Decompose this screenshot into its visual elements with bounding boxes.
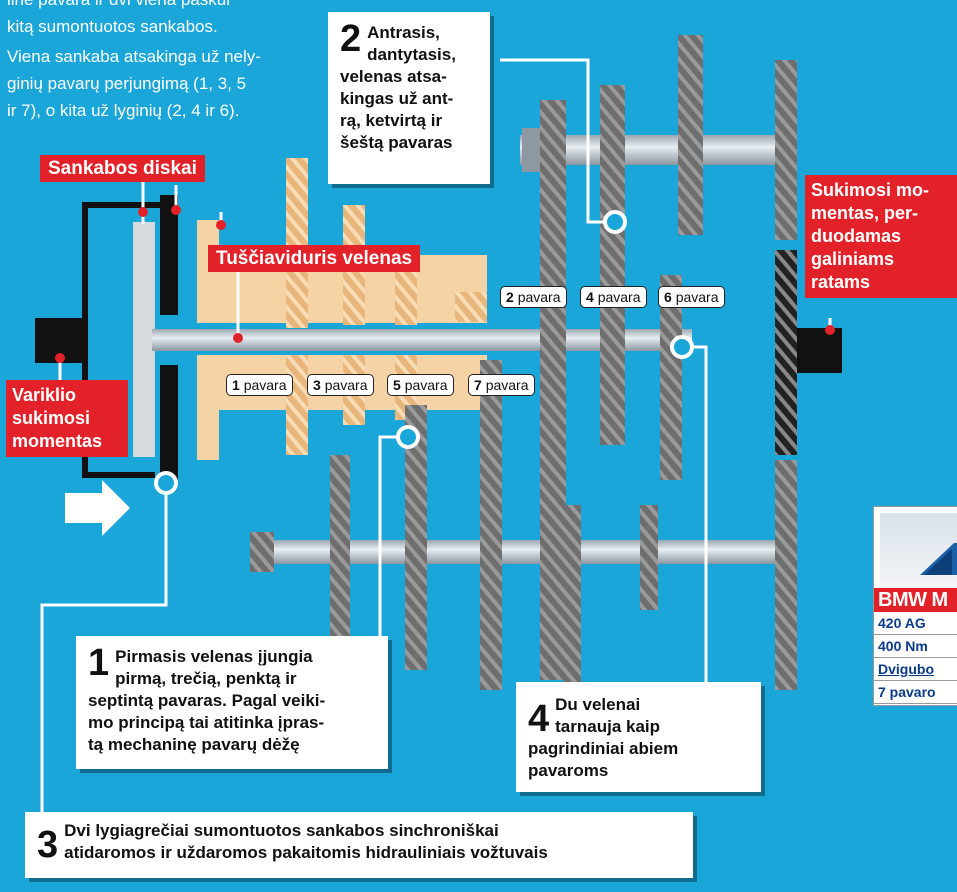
label-line: momentas — [12, 431, 103, 451]
gear-label-7: 7 pavara — [468, 374, 535, 396]
hollow-gear-1 — [286, 158, 308, 328]
label-line: Variklio — [12, 385, 77, 405]
label-line: sukimosi — [12, 408, 91, 428]
lower-shaft — [250, 540, 775, 564]
clutch-frame — [35, 195, 178, 480]
gear-label-3: 3 pavara — [307, 374, 374, 396]
callout-line: tarnauja kaip — [555, 717, 661, 736]
spec-gears: 7 pavaro — [874, 681, 957, 704]
gear-label-1: 1 pavara — [226, 374, 293, 396]
spec-power: 420 AG — [874, 612, 957, 635]
leader-points — [154, 210, 694, 495]
spec-title: BMW M — [874, 588, 957, 612]
callout-text: Antrasis, dantytasis, velenas atsa- king… — [340, 22, 482, 154]
callout-line: Pirmasis velenas įjungia — [115, 647, 313, 666]
callout-number: 2 — [340, 18, 362, 60]
gear-number: 4 — [586, 289, 594, 305]
gear-number: 3 — [313, 377, 321, 393]
gear-label-4: 4 pavara — [580, 286, 647, 308]
gear-number: 2 — [506, 289, 514, 305]
spec-clutch: Dvigubo — [874, 658, 957, 681]
input-arrow-icon — [65, 480, 130, 536]
callout-line: atidaromos ir uždaromos pakaitomis hidra… — [64, 843, 548, 862]
gear-label-6: 6 pavara — [658, 286, 725, 308]
label-line: ratams — [811, 272, 871, 292]
callout-line: pagrindiniai abiem — [528, 739, 679, 758]
callout-line: Dvi lygiagrečiai sumontuotos sankabos si… — [64, 821, 499, 840]
callout-number: 1 — [88, 642, 110, 684]
gear-label-2: 2 pavara — [500, 286, 567, 308]
intro-line: ginių pavarų perjungimą (1, 3, 5 — [7, 74, 247, 93]
gear-stacks — [330, 35, 842, 705]
gear-suffix: pavara — [404, 377, 448, 393]
gear-number: 6 — [664, 289, 672, 305]
hollow-shaft-label: Tuščiaviduris velenas — [208, 245, 421, 272]
callout-2: 2 Antrasis, dantytasis, velenas atsa- ki… — [328, 12, 490, 184]
gear-suffix: pavara — [675, 289, 719, 305]
callout-line: dantytasis, — [367, 45, 456, 64]
gear-suffix: pavara — [243, 377, 287, 393]
gear-suffix: pavara — [517, 289, 561, 305]
callout-line: pirmą, trečią, penktą ir — [115, 669, 297, 688]
label-line: mentas, per- — [811, 203, 919, 223]
callout-line: rą, ketvirtą ir — [340, 111, 443, 130]
anchor-dots — [55, 205, 835, 363]
gear-suffix: pavara — [324, 377, 368, 393]
callout-line: Du velenai — [555, 695, 641, 714]
car-icon — [920, 543, 957, 575]
callout-line: tą mechaninę pavarų dėžę — [88, 735, 300, 754]
intro-line: linė pavara ir dvi viena paskui — [7, 0, 327, 13]
spec-card: BMW M 420 AG 400 Nm Dvigubo 7 pavaro — [873, 506, 957, 706]
callout-line: šeštą pavaras — [340, 133, 453, 152]
callout-text: Pirmasis velenas įjungia pirmą, trečią, … — [88, 646, 380, 756]
callout-line: mo principą tai atitinka įpras- — [88, 713, 325, 732]
spec-torque: 400 Nm — [874, 635, 957, 658]
intro-line: kitą sumontuotos sankabos. — [7, 17, 218, 36]
engine-torque-label: Variklio sukimosi momentas — [6, 380, 128, 457]
label-line: Sukimosi mo- — [811, 180, 930, 200]
gear-suffix: pavara — [597, 289, 641, 305]
callout-line: septintą pavaras. Pagal veiki- — [88, 691, 326, 710]
label-line: duodamas — [811, 226, 902, 246]
callout-number: 3 — [37, 824, 59, 866]
label-line: galiniams — [811, 249, 895, 269]
callout-line: kingas už ant- — [340, 89, 454, 108]
callout-number: 4 — [528, 698, 550, 740]
callout-line: Antrasis, — [367, 23, 440, 42]
gear-suffix: pavara — [485, 377, 529, 393]
callout-line: velenas atsa- — [340, 67, 447, 86]
intro-line: ir 7), o kita už lyginių (2, 4 ir 6). — [7, 101, 240, 120]
gear-number: 5 — [393, 377, 401, 393]
callout-line: pavaroms — [528, 761, 609, 780]
clutch-discs-label: Sankabos diskai — [40, 155, 205, 182]
intro-line: Viena sankaba atsakinga už nely- — [7, 47, 261, 66]
gear-number: 7 — [474, 377, 482, 393]
gear-label-5: 5 pavara — [387, 374, 454, 396]
intro-text: linė pavara ir dvi viena paskui kitą sum… — [7, 0, 327, 124]
output-torque-label: Sukimosi mo- mentas, per- duodamas galin… — [805, 175, 957, 298]
gear-number: 1 — [232, 377, 240, 393]
callout-4: 4 Du velenai tarnauja kaip pagrindiniai … — [516, 682, 761, 792]
hollow-shaft — [197, 158, 487, 460]
callout-text: Du velenai tarnauja kaip pagrindiniai ab… — [528, 694, 753, 782]
car-image — [880, 513, 957, 588]
callout-1: 1 Pirmasis velenas įjungia pirmą, trečią… — [76, 636, 388, 769]
callout-3: 3 Dvi lygiagrečiai sumontuotos sankabos … — [25, 812, 693, 878]
callout-text: Dvi lygiagrečiai sumontuotos sankabos si… — [37, 820, 685, 864]
